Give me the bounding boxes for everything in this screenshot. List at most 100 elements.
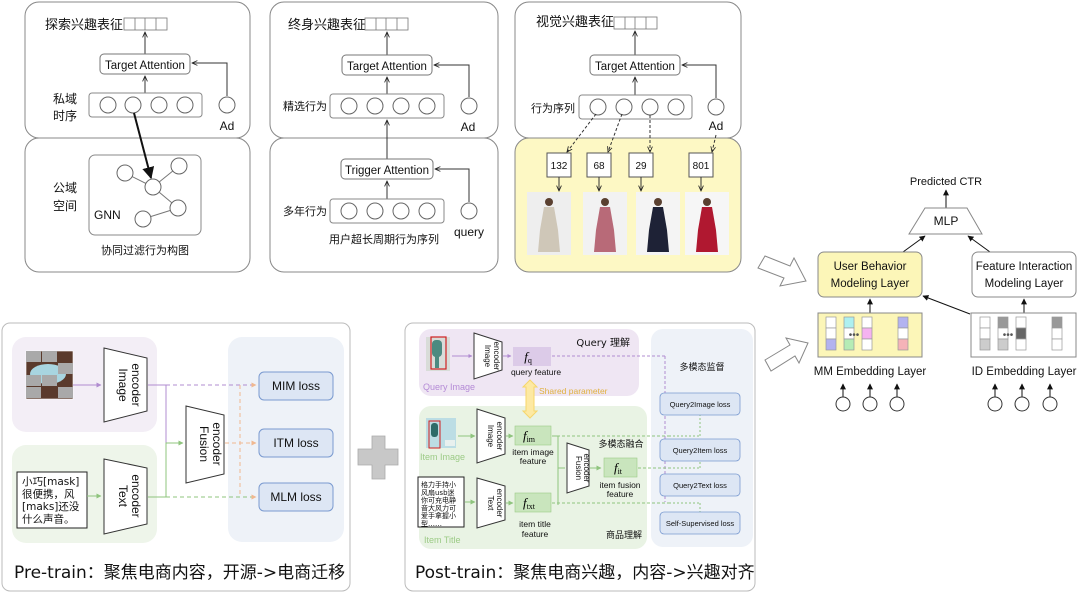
behavior-node [176, 96, 194, 114]
ubm-label-1: User Behavior [834, 261, 907, 273]
input-feature-node [835, 396, 851, 412]
long-sequence-caption: 用户超长周期行为序列 [329, 232, 439, 246]
pretrain-caption: Pre-train：聚焦电商内容，开源->电商迁移 [14, 563, 345, 583]
cf-graph-caption: 协同过滤行为构图 [101, 243, 189, 257]
text-encoder-label-1: Text [116, 485, 130, 508]
item-id-label: 68 [593, 161, 605, 172]
item-id-label: 29 [635, 161, 647, 172]
mask-patch [42, 375, 57, 386]
query-arrow [435, 169, 470, 202]
behavior-node [150, 96, 168, 114]
masked-text-box [16, 471, 88, 529]
embedding-cell [861, 316, 873, 329]
product-image [685, 192, 729, 255]
mask-patch [26, 351, 41, 362]
text-encoder-label-2: encoder [129, 474, 143, 517]
id-ellipsis: ••• [1003, 330, 1014, 341]
behavior-to-graph-arrow [133, 112, 155, 180]
ad-label: Ad [709, 119, 724, 133]
embedding-cell [861, 327, 873, 340]
multi-year-behavior-label: 多年行为 [283, 204, 327, 218]
item-image-feature-label-2: feature [520, 456, 547, 466]
lifelong-vector-icon [364, 17, 409, 31]
item-image-encoder-block [476, 408, 506, 464]
behavior-node [418, 202, 436, 220]
embedding-cell [897, 327, 909, 340]
plus-icon [357, 435, 399, 480]
item-title-line: 你可充电静 [421, 496, 456, 505]
image-encoder-label-1: Image [116, 368, 130, 402]
graph-node [134, 210, 152, 228]
query-feature-label: query feature [511, 367, 561, 377]
fusion-section-label: 多模态融合 [598, 438, 643, 450]
behavior-node [615, 98, 633, 116]
private-seq-label-1: 私域 [53, 92, 77, 106]
ad-node [218, 96, 236, 114]
trigger-attention-box [340, 158, 434, 180]
query-image-label: Query Image [423, 382, 475, 392]
behavior-node [99, 96, 117, 114]
text-encoder-block [103, 458, 148, 535]
fusion-encoder-block [566, 442, 590, 494]
behavior-node [366, 202, 384, 220]
mask-patch [26, 375, 41, 386]
loss-label: Query2Image loss [670, 400, 731, 409]
ad-label: Ad [220, 119, 235, 133]
loss-box [258, 482, 334, 512]
gnn-label: GNN [94, 208, 121, 222]
fusion-encoder-label-1: Fusion [197, 426, 211, 462]
mlp-block [908, 207, 983, 235]
item-image-label: Item Image [420, 452, 465, 462]
private-seq-label-2: 时序 [53, 108, 77, 123]
query-image [426, 336, 450, 371]
loss-box [258, 371, 334, 401]
loss-box [659, 473, 741, 497]
loss-label: Query2Item loss [673, 446, 728, 455]
exploration-title: 探索兴趣表征 [45, 18, 123, 33]
graph-node [170, 157, 188, 175]
target-attention-box [99, 53, 191, 75]
posttrain-panel: Query 理解 Query Image Image encoder fq qu… [404, 322, 756, 592]
embedding-cell [1051, 338, 1063, 351]
loss-box [659, 438, 741, 462]
visual-vector-icon [613, 16, 658, 30]
id-mapping-arrows [567, 113, 717, 152]
embedding-cell [897, 316, 909, 329]
behavior-sequence-box [88, 92, 203, 118]
embedding-cell [861, 338, 873, 351]
behavior-node [667, 98, 685, 116]
fim-symbol: fim [523, 428, 536, 444]
loss-label: Query2Text loss [673, 481, 727, 490]
arrow [967, 235, 991, 253]
embedding-cell [843, 316, 855, 329]
embedding-cell [997, 338, 1009, 351]
ubm-label-2: Modeling Layer [831, 278, 910, 290]
multi-year-behavior-box [329, 198, 445, 224]
query-section-label: Query 理解 [576, 336, 630, 349]
item-id-box [586, 152, 612, 178]
exploration-vector-icon [123, 17, 168, 31]
mask-patch [42, 351, 57, 362]
masked-text-line: 很便携，风 [22, 488, 75, 501]
query-encoder-label-1: Image [483, 345, 492, 368]
selected-behavior-label: 精选行为 [283, 100, 327, 113]
shared-parameter-label: Shared parameter [539, 386, 608, 396]
embedding-cell [825, 338, 837, 351]
image-encoder-label-2: encoder [129, 363, 143, 406]
behavior-sequence-label: 行为序列 [531, 101, 575, 115]
masked-text-line: 小巧[mask] [22, 476, 79, 488]
query-node [460, 202, 478, 220]
behavior-node [392, 97, 410, 115]
query-label: query [454, 225, 484, 239]
ctr-model: Predicted CTR MLP User Behavior Modeling… [814, 176, 1077, 412]
behavior-node [124, 96, 142, 114]
predicted-ctr-label: Predicted CTR [910, 176, 982, 188]
item-fusion-feature-box [603, 457, 638, 478]
loss-label: MLM loss [270, 490, 321, 504]
loss-label: ITM loss [273, 436, 318, 450]
fim-label-2: Modeling Layer [985, 278, 1064, 290]
item-id-label: 801 [693, 161, 710, 172]
mlp-label: MLP [934, 214, 959, 228]
